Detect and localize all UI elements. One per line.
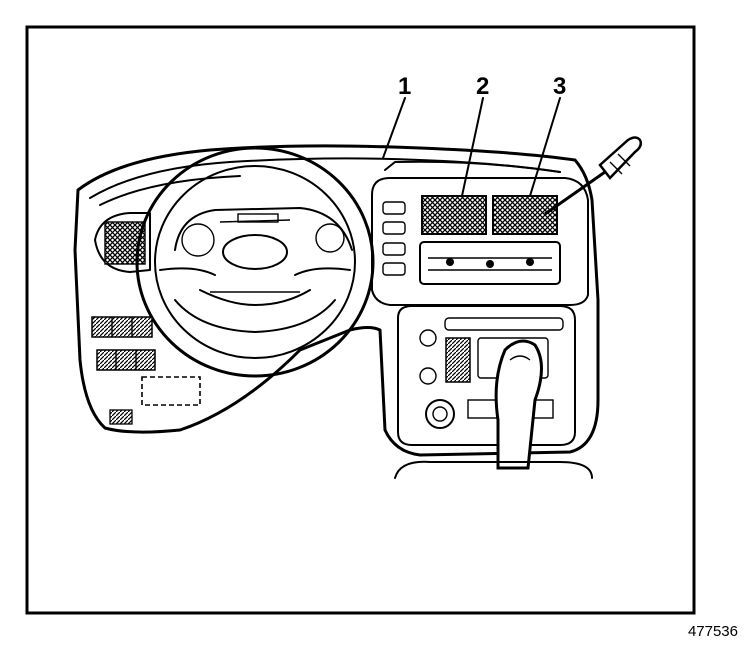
left-air-vent	[94, 212, 151, 273]
callout-leader-3	[529, 97, 561, 197]
left-switch-panel	[91, 316, 201, 425]
center-stack-upper	[371, 177, 589, 306]
figure-number: 477536	[687, 623, 738, 640]
instrument-panel	[73, 144, 600, 457]
instrument-cluster	[174, 207, 353, 257]
center-air-vent-left	[421, 195, 487, 235]
steering-wheel	[135, 146, 375, 378]
screwdriver	[544, 136, 643, 216]
center-air-vent-right	[492, 195, 558, 235]
callout-leader-1	[382, 97, 406, 159]
callout-3: 3	[553, 73, 566, 100]
center-console	[394, 460, 593, 479]
callout-1: 1	[398, 73, 411, 100]
callout-leader-2	[461, 97, 484, 197]
climate-control-panel	[419, 241, 561, 285]
gear-shifter	[494, 339, 543, 470]
radio-panel	[397, 305, 576, 446]
figure-frame	[25, 25, 696, 615]
callout-2: 2	[476, 73, 489, 100]
